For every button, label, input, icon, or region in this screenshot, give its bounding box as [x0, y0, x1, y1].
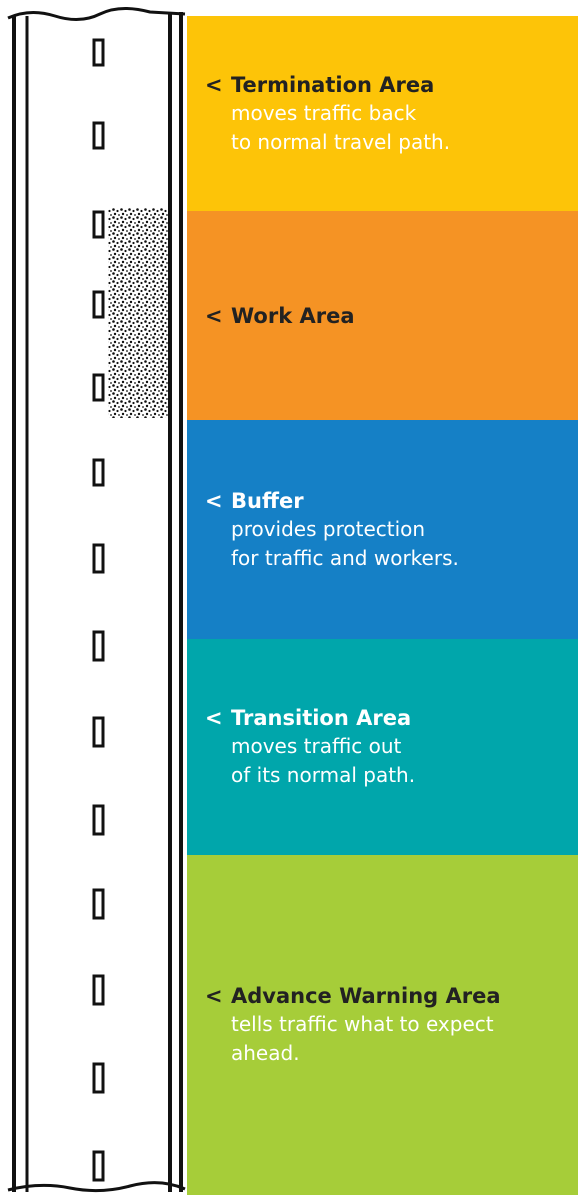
road-top-edge — [7, 7, 186, 21]
termination-area-zone: <Termination Area moves traffic back to … — [187, 16, 578, 211]
lane-marker — [92, 121, 105, 150]
arrow-left-icon: < — [205, 984, 223, 1008]
lane-marker — [92, 716, 105, 748]
work-zone-block — [108, 208, 168, 418]
road-bottom-edge — [7, 1181, 186, 1193]
arrow-left-icon: < — [205, 706, 223, 730]
lane-marker — [92, 543, 105, 574]
lane-marker — [92, 974, 105, 1006]
lane-marker — [92, 458, 105, 487]
lane-marker — [92, 290, 105, 319]
advance-warning-area-zone: <Advance Warning Area tells traffic what… — [187, 855, 578, 1195]
zone-desc-line: moves traffic back — [231, 100, 417, 125]
lane-marker — [92, 373, 105, 402]
zone-desc-line: provides protection — [231, 516, 426, 541]
zone-desc-line: for traffic and workers. — [231, 545, 459, 570]
zone-title: <Transition Area — [205, 706, 412, 730]
zone-desc-line: to normal travel path. — [231, 129, 451, 154]
buffer-zone: <Buffer provides protection for traffic … — [187, 420, 578, 639]
zone-title: <Buffer — [205, 488, 304, 513]
work-area-zone: <Work Area — [187, 211, 578, 420]
zone-title: <Advance Warning Area — [205, 984, 501, 1008]
lane-marker — [92, 210, 105, 239]
road-drawing — [7, 7, 186, 1193]
zone-desc-line: of its normal path. — [231, 763, 416, 787]
lane-marker — [92, 1062, 105, 1094]
lane-marker — [92, 38, 105, 67]
lane-marker — [92, 804, 105, 836]
arrow-left-icon: < — [205, 488, 223, 513]
lane-markers — [92, 38, 105, 1182]
transition-area-zone: <Transition Area moves traffic out of it… — [187, 639, 578, 855]
arrow-left-icon: < — [205, 72, 223, 97]
lane-marker — [92, 1150, 105, 1182]
zone-title: <Work Area — [205, 303, 355, 328]
zone-desc-line: ahead. — [231, 1041, 300, 1065]
lane-marker — [92, 888, 105, 920]
zone-title: <Termination Area — [205, 72, 435, 97]
lane-marker — [92, 630, 105, 662]
zone-desc-line: moves traffic out — [231, 734, 402, 758]
arrow-left-icon: < — [205, 303, 223, 328]
zone-desc-line: tells traffic what to expect — [231, 1012, 494, 1036]
